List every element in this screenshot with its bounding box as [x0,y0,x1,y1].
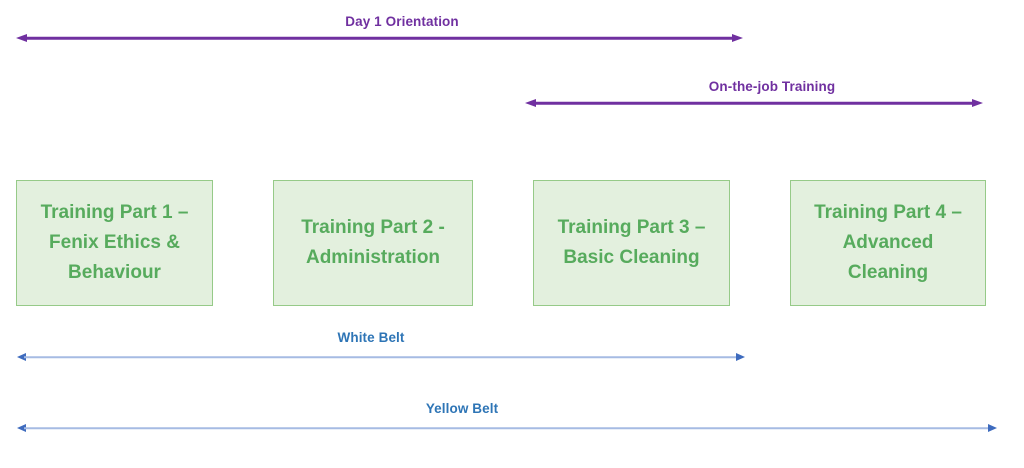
timeline-label-yellow-belt: Yellow Belt [425,401,499,416]
arrow-left-head-icon [17,424,26,432]
arrow-left-head-icon [525,99,536,107]
arrow-shaft [24,356,738,358]
white-belt-arrow [17,351,745,363]
training-part-2-label: Training Part 2 - Administration [301,213,445,273]
training-part-1-box: Training Part 1 – Fenix Ethics & Behavio… [16,180,213,306]
timeline-label-white-belt: White Belt [337,330,405,345]
arrow-shaft [532,101,976,105]
training-part-1-label: Training Part 1 – Fenix Ethics & Behavio… [41,198,189,288]
arrow-right-head-icon [972,99,983,107]
training-part-3-box: Training Part 3 – Basic Cleaning [533,180,730,306]
arrow-right-head-icon [732,34,743,42]
on-the-job-training-arrow [525,97,983,109]
arrow-shaft [24,427,990,429]
box-text-line: Cleaning [847,262,929,283]
box-text-line: Fenix Ethics & [49,232,180,253]
arrow-left-head-icon [17,353,26,361]
arrow-right-head-icon [988,424,997,432]
box-text-line: Training Part 3 – [557,217,706,238]
training-part-3-label: Training Part 3 – Basic Cleaning [558,213,706,273]
arrow-shaft [23,36,736,40]
training-part-4-label: Training Part 4 – Advanced Cleaning [814,198,962,288]
arrow-left-head-icon [16,34,27,42]
timeline-label-on-the-job-training: On-the-job Training [708,79,836,94]
box-text-line: Administration [305,247,441,268]
box-text-line: Behaviour [68,262,161,283]
yellow-belt-arrow [17,422,997,434]
box-text-line: Training Part 4 – [814,202,962,223]
box-text-line: Training Part 1 – [40,202,189,223]
box-text-line: Advanced [842,232,934,253]
arrow-right-head-icon [736,353,745,361]
training-part-4-box: Training Part 4 – Advanced Cleaning [790,180,986,306]
day1-orientation-arrow [16,32,743,44]
box-text-line: Training Part 2 - [301,217,445,238]
timeline-label-day1-orientation: Day 1 Orientation [345,14,459,29]
training-part-2-box: Training Part 2 - Administration [273,180,473,306]
box-text-line: Basic Cleaning [563,247,700,268]
